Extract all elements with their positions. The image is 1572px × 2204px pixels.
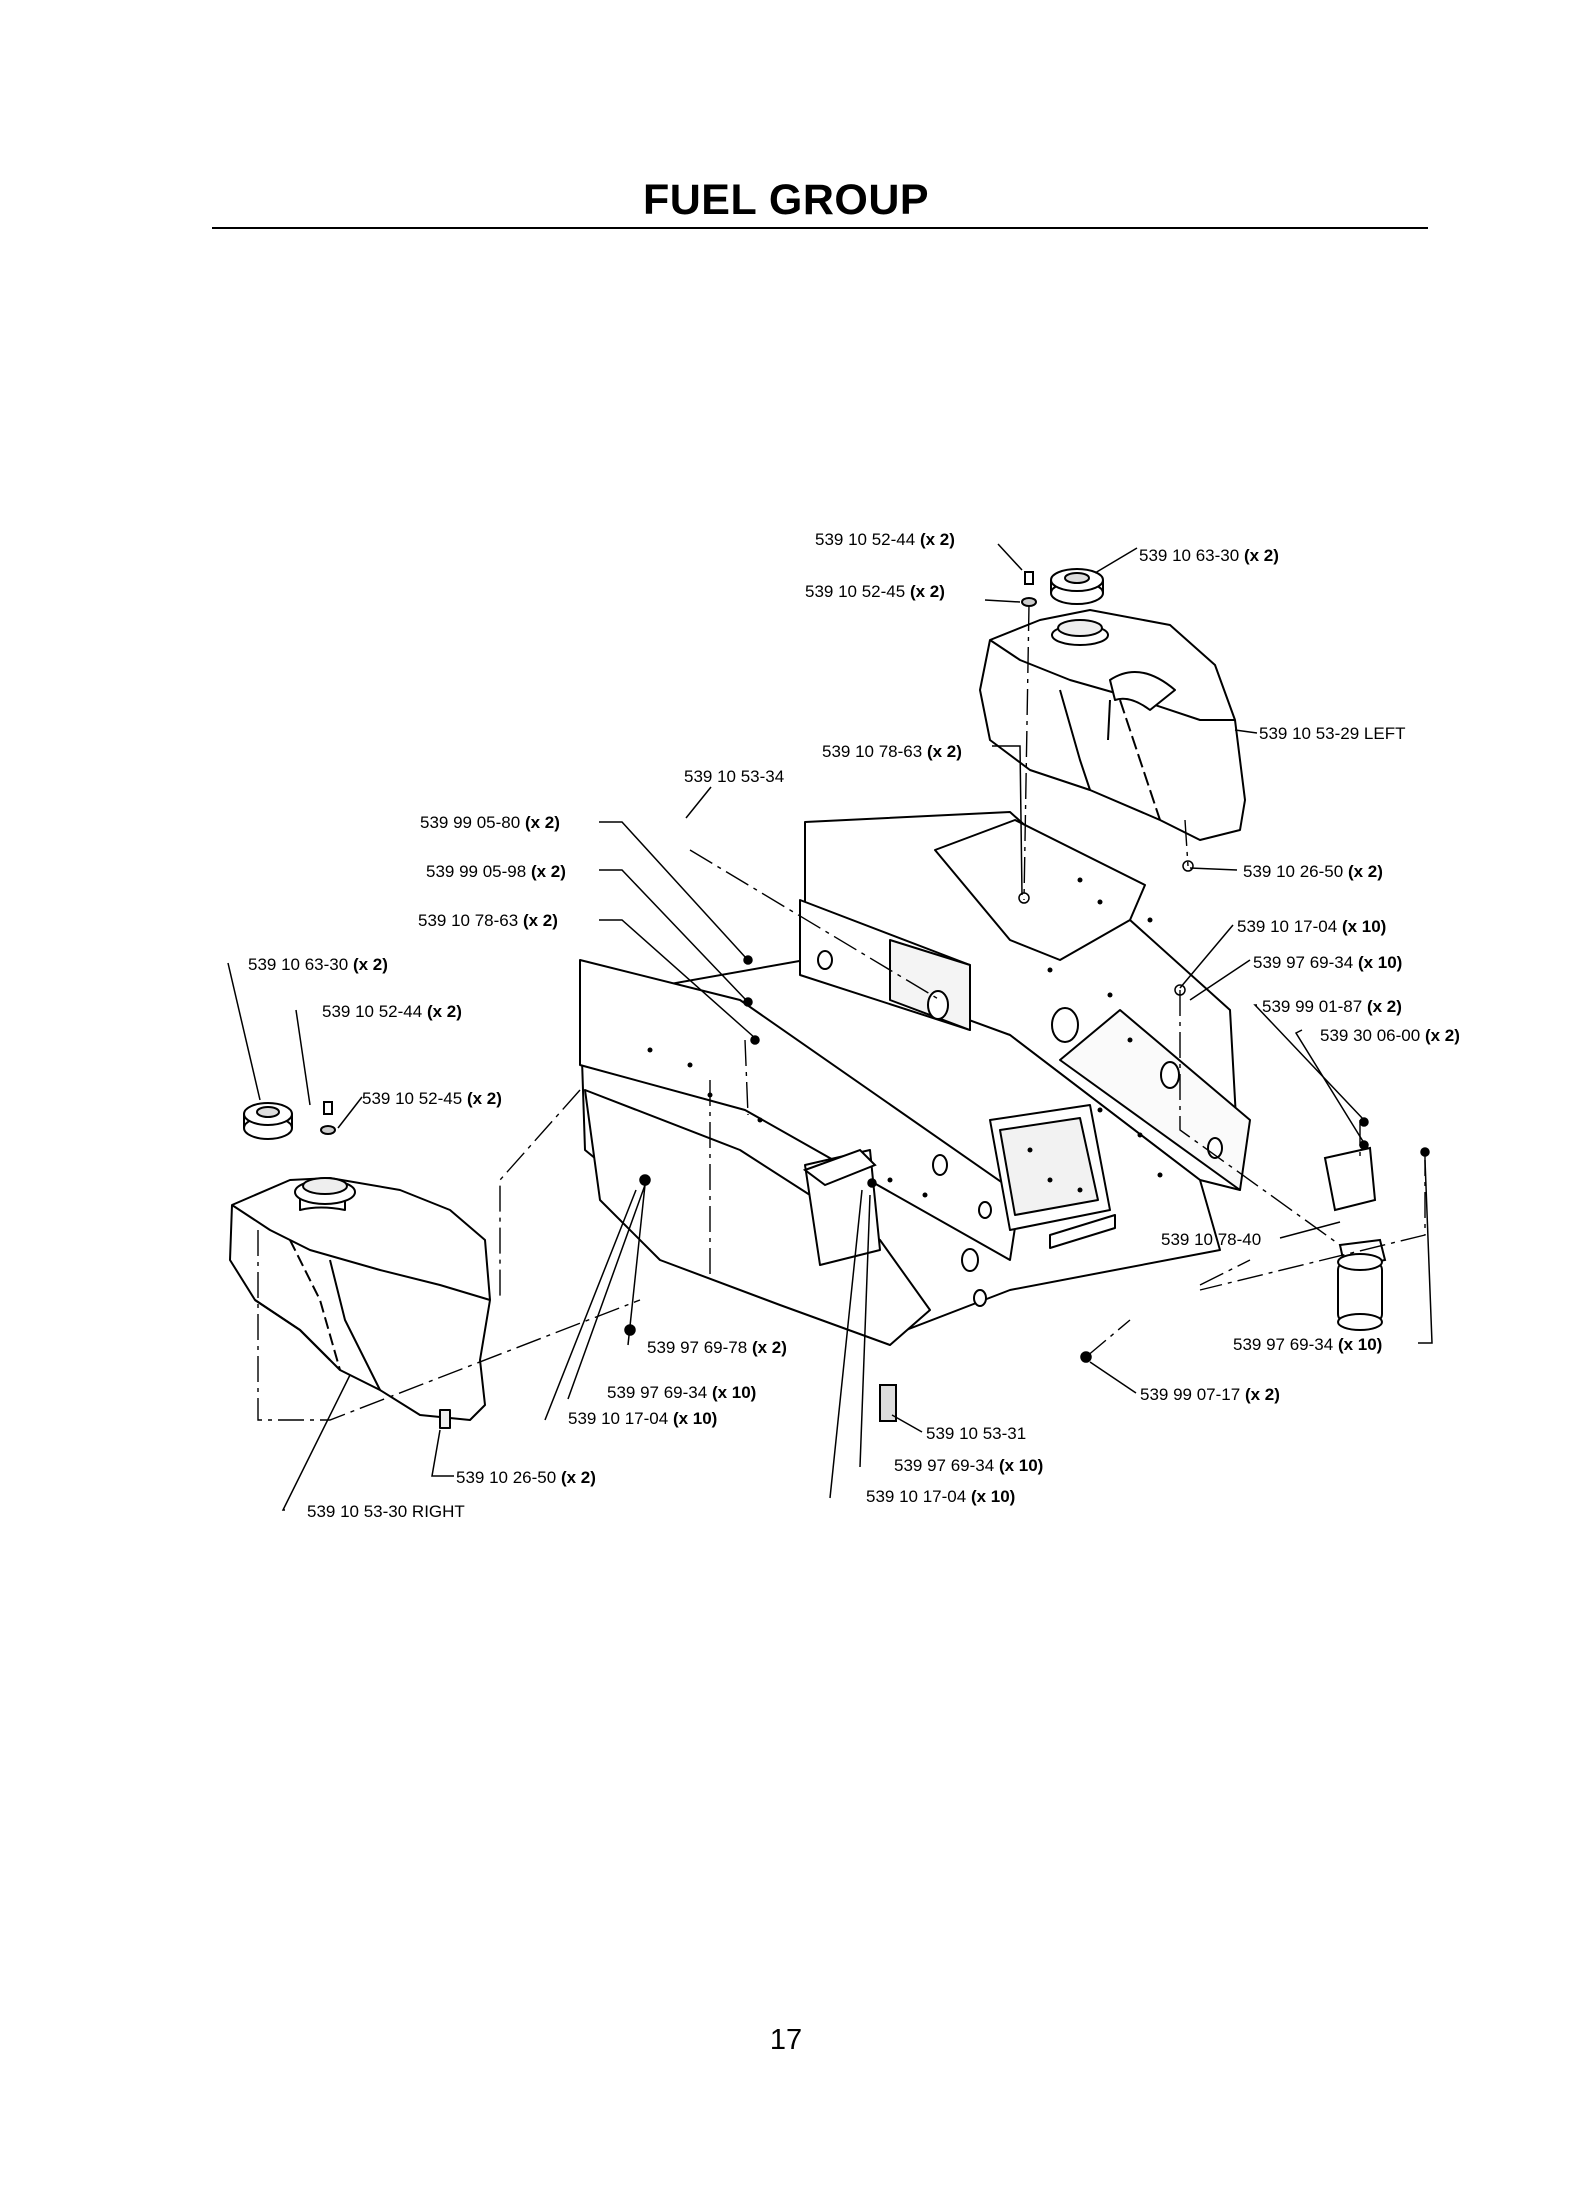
label-bolt-c: 539 99 01-87 (x 2) [1262,997,1402,1016]
label-cap-rh: 539 10 63-30 (x 2) [1139,546,1279,565]
label-cap-rh-screw: 539 10 52-44 (x 2) [815,530,955,549]
label-filter: 539 10 53-31 [926,1424,1026,1443]
label-bolt-b: 539 99 05-98 (x 2) [426,862,566,881]
fuel-tank-right [229,1177,491,1429]
label-bracket-mid: 539 10 78-63 (x 2) [418,911,558,930]
cap-screw-upper [1021,571,1037,607]
label-cap-rh-washer: 539 10 52-45 (x 2) [805,582,945,601]
fuel-filter-assembly [1323,1146,1387,1331]
label-cap-lh-washer: 539 10 52-45 (x 2) [362,1089,502,1108]
label-screw-bottom: 539 99 07-17 (x 2) [1140,1385,1280,1404]
label-cap-lh: 539 10 63-30 (x 2) [248,955,388,974]
label-bolt-a: 539 99 05-80 (x 2) [420,813,560,832]
label-washer-c: 539 30 06-00 (x 2) [1320,1026,1460,1045]
label-nut-b: 539 97 69-78 (x 2) [647,1338,787,1357]
fuel-cap-lower [243,1102,293,1140]
label-clamp-rt: 539 10 17-04 (x 10) [1237,917,1386,936]
label-clamp-l: 539 10 17-04 (x 10) [568,1409,717,1428]
frame-rivets [647,877,1163,1198]
label-nut-br: 539 97 69-34 (x 10) [1233,1335,1382,1354]
label-tank-right: 539 10 53-30 RIGHT [307,1502,465,1521]
fitting-bracket-center [802,1148,897,1422]
label-bracket-top: 539 10 78-63 (x 2) [822,742,962,761]
label-clamp-c: 539 10 17-04 (x 10) [866,1487,1015,1506]
page-title: FUEL GROUP [642,176,930,224]
label-fitting-rt: 539 10 26-50 (x 2) [1243,862,1383,881]
assembly-lines [257,604,1426,1421]
label-nut-c: 539 97 69-34 (x 10) [894,1456,1043,1475]
title-underline [212,227,1428,229]
label-fitting-lt: 539 10 26-50 (x 2) [456,1468,596,1487]
page-number: 17 [769,2024,803,2056]
label-nut-rt: 539 97 69-34 (x 10) [1253,953,1402,972]
fuel-cap-upper [1050,568,1104,605]
label-nut-l: 539 97 69-34 (x 10) [607,1383,756,1402]
label-plate: 539 10 53-34 [684,767,784,786]
label-tank-left: 539 10 53-29 LEFT [1259,724,1405,743]
callout-labels: 539 10 52-44 (x 2) 539 10 52-45 (x 2) 53… [248,530,1460,1521]
label-filter-bracket: 539 10 78-40 [1161,1230,1261,1249]
label-cap-lh-screw: 539 10 52-44 (x 2) [322,1002,462,1021]
cap-screw-lower [320,1101,336,1135]
leader-lines [227,543,1433,1511]
fuel-tank-left [979,609,1246,841]
chassis-frame [579,811,1251,1346]
